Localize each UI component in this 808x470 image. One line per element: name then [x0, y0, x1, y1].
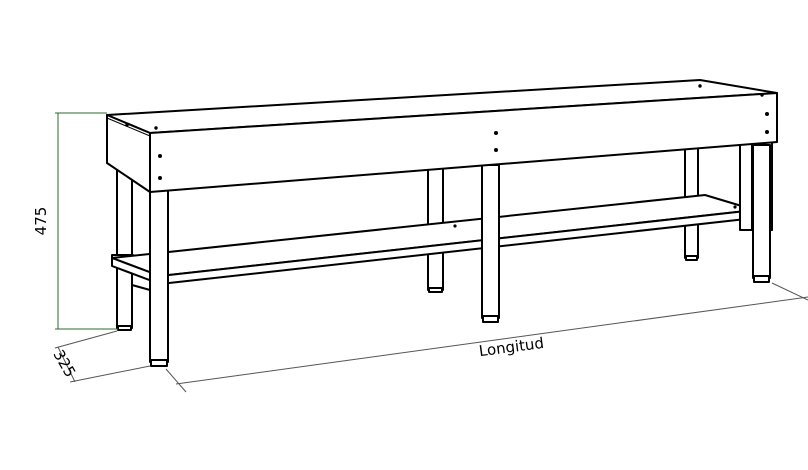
length-dimension-label: Longitud	[478, 334, 545, 360]
length-dimension	[165, 282, 808, 393]
front-left-leg	[149, 189, 169, 363]
front-middle-leg	[481, 164, 500, 319]
front-right-leg	[752, 144, 771, 279]
bench-front-legs	[149, 144, 771, 367]
height-dimension	[55, 112, 118, 330]
height-dimension-label: 475	[32, 207, 50, 236]
bench-seat	[106, 79, 778, 193]
depth-dimension	[54, 330, 151, 383]
depth-dimension-label: 325	[49, 347, 79, 381]
seat-left-panel	[106, 114, 151, 193]
